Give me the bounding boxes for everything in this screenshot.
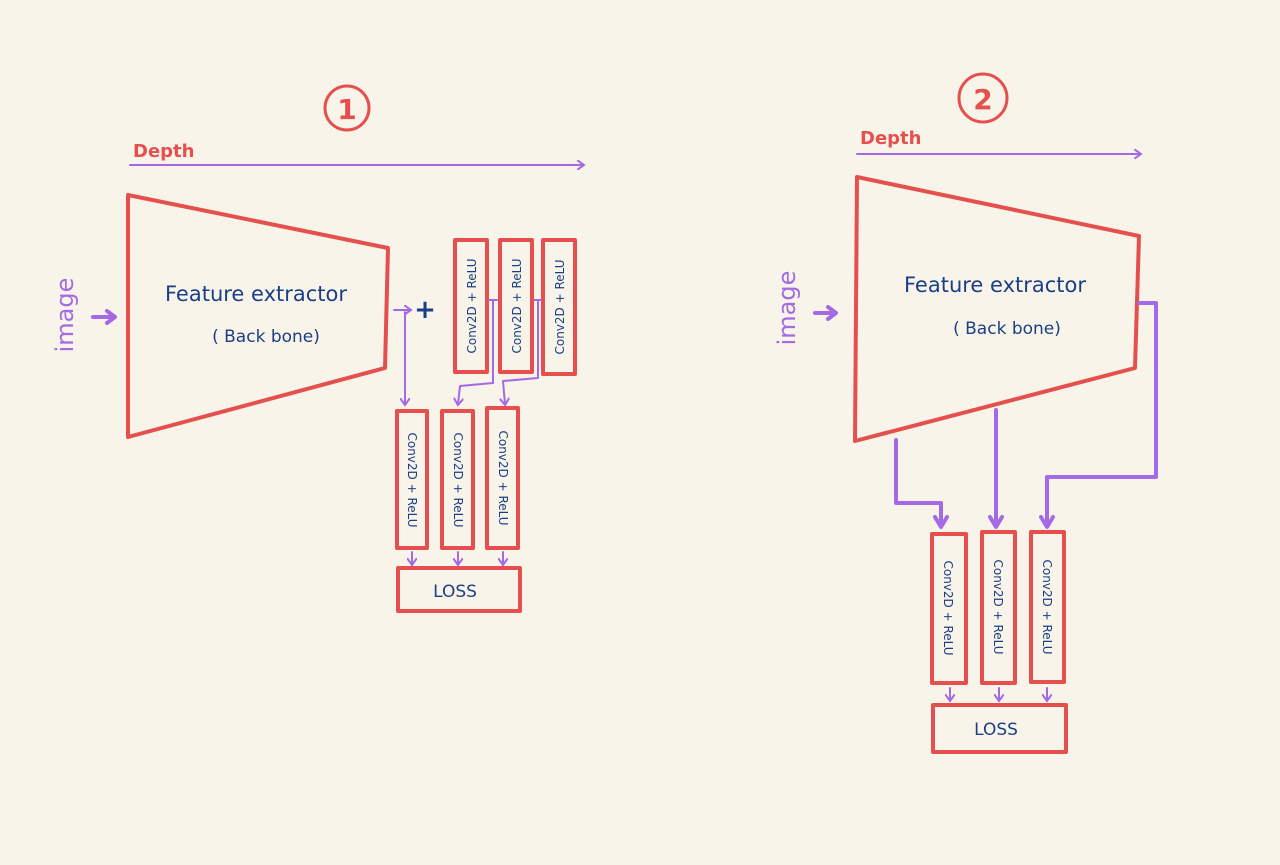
diagram-1-loss-box [396,566,522,613]
diagram-2-block-3: Conv2D + ReLU [1029,530,1066,684]
diagram-1-top-block-2-label: Conv2D + ReLU [510,258,524,353]
diagram-1-bottom-block-3-label: Conv2D + ReLU [496,430,510,525]
diagram-2-input-arrowhead [826,305,838,321]
diagram-1: 1 Depth image Feature extractor ( Back b… [51,84,583,613]
diagram-2-loss-box [931,703,1068,754]
diagram-1-backbone-title: Feature extractor [165,282,347,306]
diagram-1-top-block-1-label: Conv2D + ReLU [465,258,479,353]
diagram-2-block-2: Conv2D + ReLU [980,530,1017,685]
diagram-1-depth-label: Depth [133,141,194,162]
diagram-2-connector-2-head [988,515,1004,529]
diagram-1-top-block-1: Conv2D + ReLU [453,238,489,374]
diagram-2-connector-1-head [933,515,949,529]
diagram-2-connector-3 [1045,301,1158,524]
diagram-2: 2 Depth image Feature extractor ( Back b… [773,72,1158,754]
diagram-2-block-2-label: Conv2D + ReLU [991,559,1005,654]
diagram-1-bottom-block-3: Conv2D + ReLU [485,406,520,550]
diagram-1-top-block-2: Conv2D + ReLU [498,238,534,374]
diagram-1-bottom-block-2: Conv2D + ReLU [440,409,475,550]
diagram-1-bottom-block-2-label: Conv2D + ReLU [451,432,465,527]
diagram-2-block-1: Conv2D + ReLU [930,532,968,685]
diagram-2-input-label: image [773,271,801,346]
diagram-1-bottom-block-1-label: Conv2D + ReLU [405,432,419,527]
diagram-1-top-block-3-label: Conv2D + ReLU [553,259,567,354]
diagram-1-input-arrowhead [105,309,117,325]
diagram-2-connector-3-head [1039,515,1055,529]
diagram-1-plus-sign: + [414,295,436,325]
diagram-2-backbone-subtitle: ( Back bone) [953,319,1061,339]
diagram-2-number-badge: 2 [957,72,1009,124]
diagram-1-backbone-subtitle: ( Back bone) [212,327,320,347]
diagram-1-number: 1 [337,93,356,126]
diagram-1-loss-label: LOSS [433,582,477,602]
diagram-2-block-3-label: Conv2D + ReLU [1040,559,1054,654]
diagram-1-input-label: image [51,278,79,353]
diagram-1-backbone-shape [126,193,390,439]
diagram-2-backbone-title: Feature extractor [904,273,1086,297]
diagram-2-block-1-label: Conv2D + ReLU [941,560,955,655]
diagram-1-connector-2 [458,299,494,404]
diagram-2-loss-label: LOSS [974,720,1018,740]
diagram-2-number: 2 [973,83,992,116]
diagram-2-backbone-shape [853,175,1141,443]
diagram-2-connector-1 [894,438,943,524]
diagram-1-connector-3 [503,299,539,404]
diagram-1-bottom-block-1: Conv2D + ReLU [395,409,429,550]
diagram-2-depth-label: Depth [860,128,921,149]
diagram-1-number-badge: 1 [323,84,371,132]
diagram-1-top-block-3: Conv2D + ReLU [541,238,577,376]
